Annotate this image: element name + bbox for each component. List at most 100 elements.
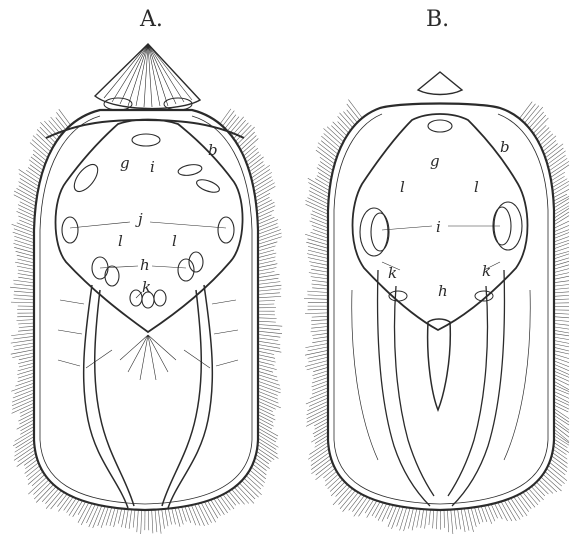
cilium [258,220,278,228]
cilium [325,474,338,486]
cilium [258,391,278,399]
figure-b-line-right-outer [452,270,504,506]
cilium [14,295,34,296]
cilium [258,304,274,305]
cilium [17,223,34,230]
cilium [257,200,273,208]
cilium [57,494,67,507]
cilium [520,494,531,509]
figure-a-label-i: i [150,158,155,176]
cilium [20,410,34,417]
cilium [258,285,281,288]
cilium [425,509,427,528]
cilium [554,258,569,262]
cilium [125,509,128,528]
figure-a-cone-cell-left [104,98,132,110]
figure-a-label-l-right: l [172,232,177,250]
cilium [312,388,328,394]
cilium [15,386,34,393]
cilium [258,418,274,426]
figure-a-organ-j-right [218,217,234,243]
figure-b-line-left-far [352,290,378,460]
cilium [258,335,280,338]
cilium [308,258,328,262]
cilium [315,422,328,429]
cilium [321,136,339,151]
cilium [317,168,332,178]
cilium [13,343,34,346]
cilium [14,229,34,236]
cilium [315,439,328,448]
cilium [311,269,328,272]
figure-a-organ-i-1 [177,163,202,177]
cilium [64,497,73,510]
cilium [258,401,276,409]
cilium [554,344,569,347]
cilium [258,217,275,224]
cilium [554,265,569,269]
cilium [320,157,334,167]
cilium [258,296,281,297]
cilium [367,501,377,518]
cilium [257,210,273,217]
cilium [14,346,34,350]
cilium [305,344,328,348]
cilium [28,477,46,494]
cilium [257,206,275,215]
cilium [311,459,331,474]
cilium [554,388,569,394]
figure-b-label-k-right: k [482,262,491,280]
cilium [26,466,39,477]
cilium [239,132,255,147]
cilium [254,461,267,471]
cilium [464,509,469,531]
cilium [536,482,548,494]
cilium [553,189,569,198]
cilium [19,174,39,187]
cilium [258,441,278,454]
cilium [258,411,275,420]
cilium [554,398,569,405]
cilium [21,423,35,431]
cilium [554,317,569,318]
cilium [312,225,328,231]
cilium [554,432,569,443]
cilium [535,125,546,136]
cilium [311,214,328,221]
cilium [317,176,331,184]
cilium [258,341,280,344]
figure-a-organ-h-left-2 [105,266,119,286]
figure-a-vessel-right-inner [162,290,201,506]
cilium [258,358,276,362]
figure-b-label-l-right: l [474,178,479,196]
cilium [554,285,569,287]
cilium [73,501,83,517]
cilium [338,122,349,134]
cilium [539,131,551,142]
cilium [554,330,569,333]
cilium [318,147,336,161]
cilium [554,273,569,276]
cilium [33,154,45,164]
figure-b-label-b: b [500,138,510,156]
cilium [308,446,328,460]
cilium [11,383,34,391]
cilium [34,482,51,499]
cilium [318,143,337,158]
cilium [14,299,34,300]
cilium [451,510,453,534]
cilium [33,150,46,161]
cilium [554,221,569,228]
cilium [498,503,508,522]
cilium [307,291,328,292]
cilium [554,299,569,300]
cilium [258,282,280,285]
cilium [305,361,328,367]
cilium [305,234,328,241]
cilium [15,443,35,456]
cilium [554,313,569,314]
cilium [11,302,34,303]
figure-a: A. [10,7,282,534]
cilium [258,325,282,327]
cilium [545,144,563,158]
